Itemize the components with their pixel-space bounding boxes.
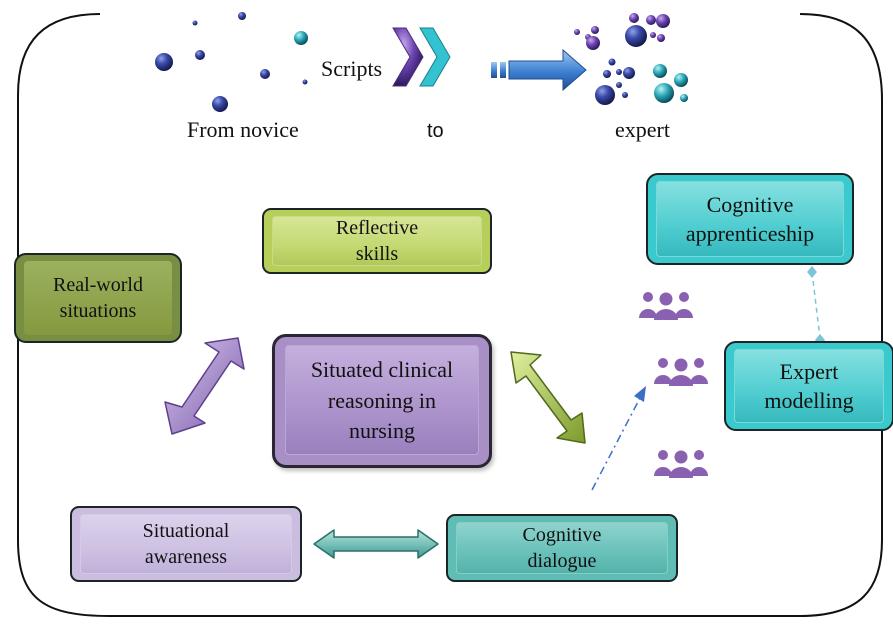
center-line1: Situated clinical [310,357,454,383]
box-cognitive-apprenticeship: Cognitive apprenticeship [646,173,854,265]
group-people-icon [639,292,693,320]
awareness-line1: Situational [142,519,230,542]
box-cognitive-dialogue: Cognitive dialogue [446,514,678,582]
group-people-icon [654,450,708,478]
modelling-line2: modelling [764,388,854,413]
label-expert: expert [615,117,670,142]
double-arrow-right [510,351,586,444]
dialogue-line2: dialogue [527,550,597,572]
awareness-line2: awareness [144,546,228,568]
center-line2: reasoning in [327,387,437,413]
label-novice: From novice [187,117,299,142]
real-world-line1: Real-world [53,273,143,296]
apprenticeship-line2: apprenticeship [685,221,815,246]
novice-dots [155,12,308,112]
apprenticeship-line1: Cognitive [706,191,794,217]
box-situational-awareness: Situational awareness [70,506,302,582]
box-expert-modelling: Expert modelling [724,341,893,431]
label-scripts: Scripts [321,56,383,81]
reflective-line1: Reflective [335,216,419,239]
center-line3: nursing [348,418,415,444]
dashed-arrow [591,397,641,491]
modelling-line1: Expert [779,358,839,384]
right-arrow-icon [491,48,587,92]
box-real-world-situations: Real-world situations [14,253,182,343]
label-to: to [427,120,444,142]
chevron-icon [392,27,451,87]
dialogue-line1: Cognitive [522,523,602,546]
connector-line [811,271,821,339]
double-arrow-horizontal [313,529,439,559]
double-arrow-left [164,337,245,435]
box-situated-clinical-reasoning: Situated clinical reasoning in nursing [272,334,492,468]
reflective-line2: skills [355,243,399,265]
group-people-icon [654,358,708,386]
real-world-line2: situations [59,300,137,322]
frame-outline [17,13,883,617]
box-reflective-skills: Reflective skills [262,208,492,274]
expert-dots [574,13,688,105]
